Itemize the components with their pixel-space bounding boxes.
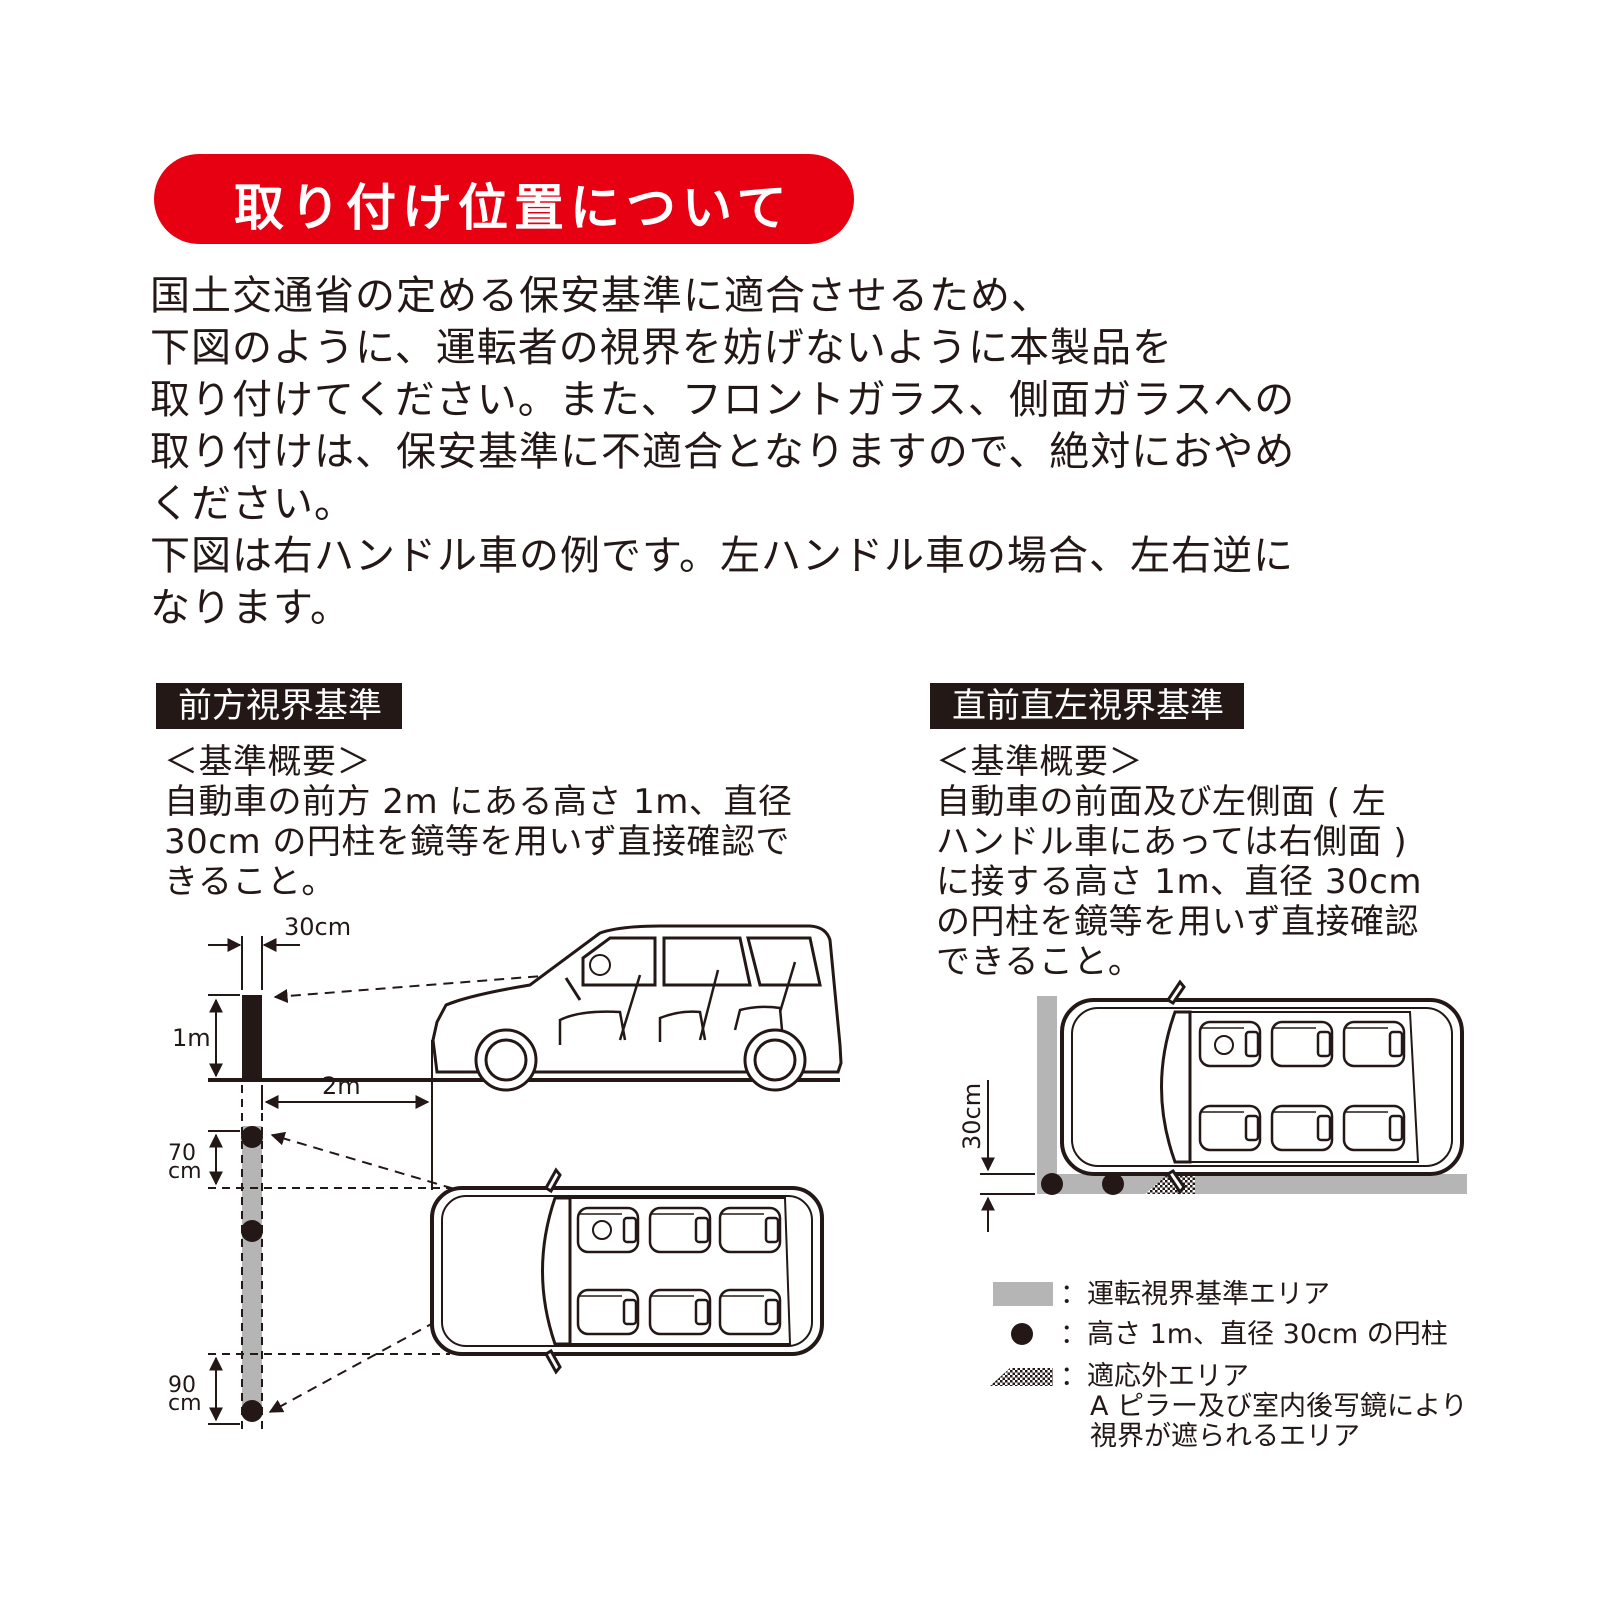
summary-line: ＜基準概要＞ [936, 742, 1143, 782]
front-view-tag: 前方視界基準 [156, 683, 402, 729]
front-plan: 70 cm 90 cm [168, 1085, 824, 1430]
summary-line: ハンドル車にあっては右側面 ) [936, 822, 1408, 862]
car-top-view [1060, 979, 1464, 1195]
legend-pillar-label: ：高さ 1m、直径 30cm の円柱 [1060, 1319, 1448, 1350]
summary-line: きること。 [164, 862, 336, 902]
left-vision-area [1037, 1174, 1467, 1194]
sight-line [273, 974, 556, 1003]
summary-line: に接する高さ 1m、直径 30cm [936, 862, 1422, 902]
intro-line: 国土交通省の定める保安基準に適合させるため、 [150, 273, 1052, 319]
intro-line: なります。 [150, 585, 351, 631]
legend-excluded-label: ：適応外エリア [1060, 1361, 1249, 1392]
offset-unit: cm [168, 1159, 202, 1184]
intro-line: ください。 [150, 481, 355, 527]
side-plan: 30cm [958, 979, 1467, 1232]
front-vision-area [1037, 996, 1057, 1194]
pillar-dot [241, 1400, 263, 1422]
width-label: 30cm [284, 913, 351, 941]
legend-area-swatch [993, 1282, 1053, 1306]
summary-line: できること。 [936, 942, 1143, 982]
height-label: 1m [172, 1024, 211, 1052]
offset-unit: cm [168, 1391, 202, 1416]
offset-label: 90 [168, 1373, 196, 1398]
car-side-view [431, 924, 843, 1092]
legend-pillar-dot [1011, 1323, 1033, 1345]
pillar-dot [1041, 1173, 1063, 1195]
legend-excluded-desc: A ピラー及び室内後写鏡により [1090, 1391, 1468, 1422]
summary-line: 30cm の円柱を鏡等を用いず直接確認で [164, 822, 790, 862]
intro-line: 取り付けは、保安基準に不適合となりますので、絶対におやめ [150, 429, 1296, 475]
summary-line: の円柱を鏡等を用いず直接確認 [936, 902, 1419, 942]
legend-area-label: ：運転視界基準エリア [1060, 1279, 1330, 1310]
distance-label: 2m [322, 1072, 361, 1100]
width-label: 30cm [958, 1083, 986, 1150]
legend [990, 1282, 1053, 1386]
pillar-dot [1102, 1173, 1124, 1195]
front-elevation: 30cm 1m 2m [172, 913, 843, 1190]
legend-hatch-swatch [990, 1368, 1053, 1386]
intro-text: 国土交通省の定める保安基準に適合させるため、 下図のように、運転者の視界を妨げな… [150, 270, 1400, 634]
summary-line: 自動車の前面及び左側面 ( 左 [936, 782, 1387, 822]
side-summary: ＜基準概要＞ 自動車の前面及び左側面 ( 左 ハンドル車にあっては右側面 ) に… [936, 742, 1422, 982]
offset-label: 70 [168, 1141, 196, 1166]
intro-line: 下図のように、運転者の視界を妨げないように本製品を [150, 325, 1173, 371]
intro-line: 取り付けてください。また、フロントガラス、側面ガラスへの [150, 377, 1296, 423]
summary-line: 自動車の前方 2m にある高さ 1m、直径 [164, 782, 793, 822]
pillar-dot [241, 1126, 263, 1148]
front-vision-area [242, 1126, 262, 1408]
side-view-tag: 直前直左視界基準 [930, 683, 1244, 729]
legend-excluded-desc: 視界が遮られるエリア [1090, 1421, 1360, 1452]
intro-line: 下図は右ハンドル車の例です。左ハンドル車の場合、左右逆に [150, 533, 1294, 579]
pillar-elevation [242, 995, 262, 1080]
front-summary: ＜基準概要＞ 自動車の前方 2m にある高さ 1m、直径 30cm の円柱を鏡等… [164, 742, 792, 902]
pillar-dot [241, 1220, 263, 1242]
title-banner: 取り付け位置について [154, 154, 854, 244]
summary-line: ＜基準概要＞ [164, 742, 371, 782]
page-title: 取り付け位置について [234, 179, 793, 237]
car-top-view [430, 1167, 824, 1375]
